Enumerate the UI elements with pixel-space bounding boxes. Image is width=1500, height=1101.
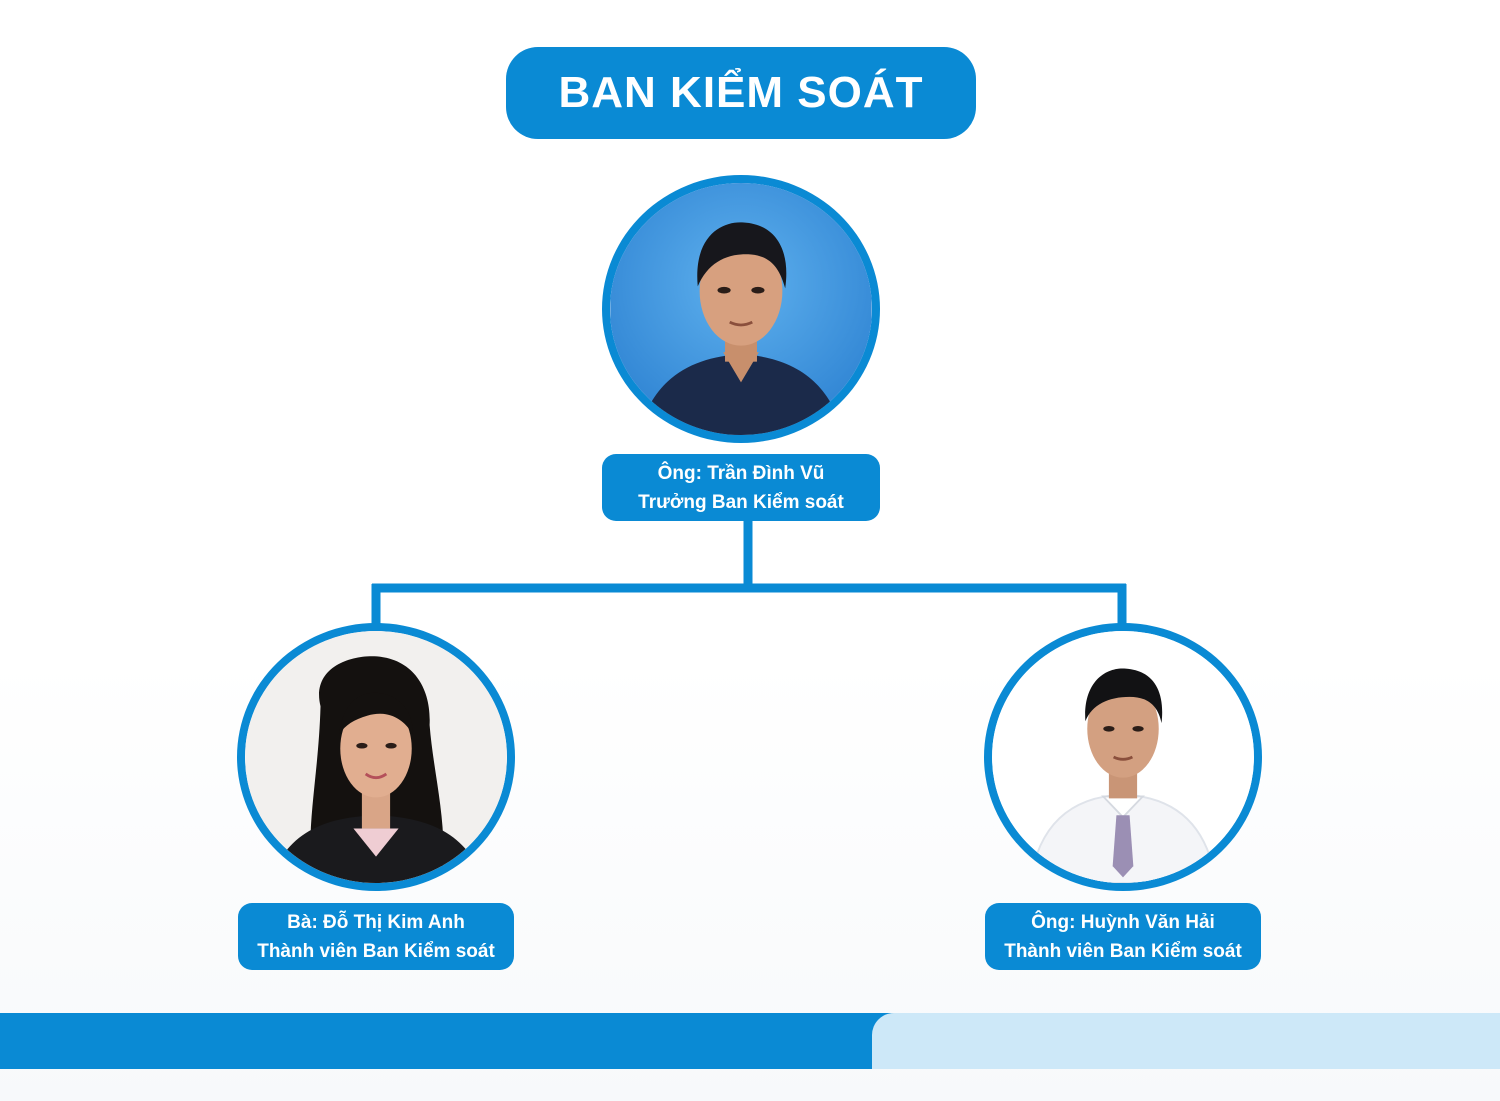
portrait-photo-icon xyxy=(245,631,507,883)
portrait-photo-icon xyxy=(610,183,872,435)
member-card-right: Ông: Huỳnh Văn Hải Thành viên Ban Kiểm s… xyxy=(985,903,1261,970)
member-role: Thành viên Ban Kiểm soát xyxy=(257,940,495,962)
page-title: BAN KIỂM SOÁT xyxy=(506,47,976,139)
member-card-left: Bà: Đỗ Thị Kim Anh Thành viên Ban Kiểm s… xyxy=(238,903,514,970)
portrait-photo-icon xyxy=(992,631,1254,883)
member-name: Ông: Huỳnh Văn Hải xyxy=(1031,911,1215,933)
member-name: Ông: Trần Đình Vũ xyxy=(657,462,825,484)
footer-band-light xyxy=(872,1013,1500,1069)
member-card-head: Ông: Trần Đình Vũ Trưởng Ban Kiểm soát xyxy=(602,454,880,521)
member-role: Trưởng Ban Kiểm soát xyxy=(638,491,844,513)
portrait-member-left xyxy=(237,623,515,891)
member-name: Bà: Đỗ Thị Kim Anh xyxy=(287,911,465,933)
member-role: Thành viên Ban Kiểm soát xyxy=(1004,940,1242,962)
portrait-member-right xyxy=(984,623,1262,891)
portrait-head xyxy=(602,175,880,443)
